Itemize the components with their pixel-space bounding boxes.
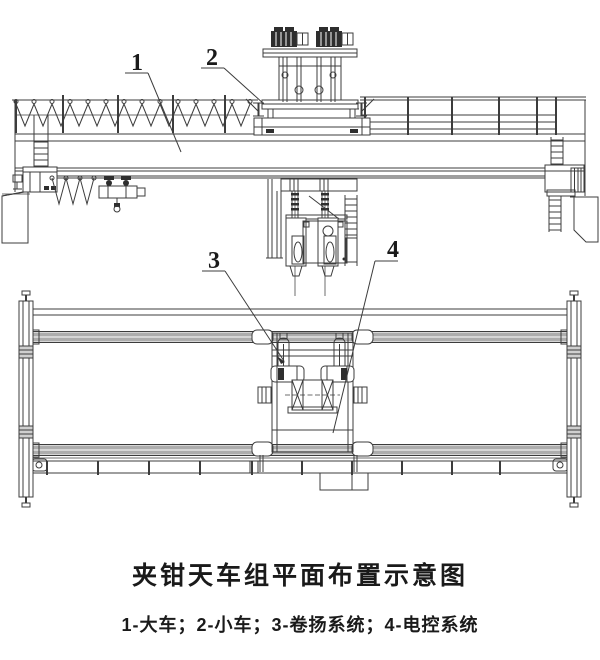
girder-bottom-plan — [33, 444, 567, 456]
end-carriage-left — [18, 290, 40, 508]
figure-legend: 1-大车；2-小车；3-卷扬系统；4-电控系统 — [121, 615, 479, 635]
electric-hoist — [98, 176, 146, 213]
end-truck-right — [544, 164, 585, 197]
callout-4-label: 4 — [387, 237, 399, 263]
callout-3-label: 3 — [208, 248, 220, 274]
crane-schematic-drawing: 1 2 3 4 — [1, 27, 599, 508]
ladder-right — [548, 137, 564, 232]
callout-1: 1 — [125, 50, 182, 153]
end-carriage-right — [560, 290, 582, 508]
trolley-plan — [251, 329, 374, 472]
walkway — [33, 460, 567, 475]
runway-support-left — [1, 190, 31, 244]
elevation-view — [1, 27, 599, 296]
spring-festoon — [49, 175, 97, 206]
callout-2: 2 — [201, 45, 265, 105]
callout-1-label: 1 — [131, 50, 143, 76]
trolley-elevation — [245, 27, 375, 136]
guardrail-right — [360, 96, 586, 135]
runway-support-right — [570, 196, 599, 243]
festoon-cable-system — [12, 95, 258, 133]
bridge-outline-plan — [33, 308, 567, 459]
clamp-mechanism — [266, 175, 361, 296]
cab-box — [319, 472, 369, 491]
girder-top-plan — [33, 331, 567, 343]
callout-4: 4 — [332, 237, 399, 434]
figure-title: 夹钳天车组平面布置示意图 — [131, 562, 468, 590]
plan-view — [18, 290, 582, 508]
callout-2-label: 2 — [206, 45, 218, 71]
callout-3: 3 — [202, 248, 285, 364]
